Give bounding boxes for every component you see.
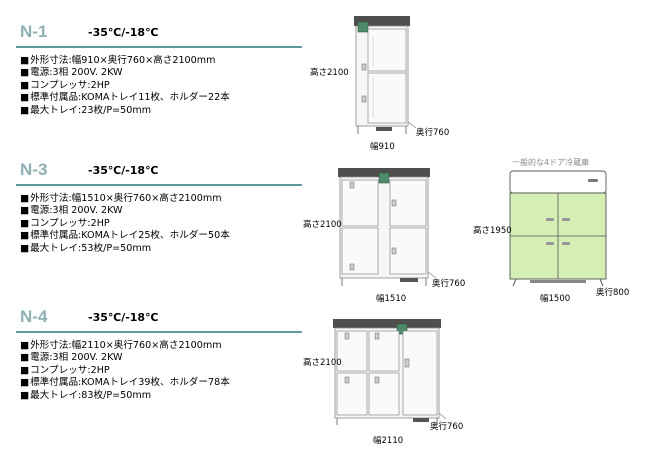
depth-label: 奥行800 bbox=[596, 288, 630, 298]
header-rule bbox=[16, 46, 302, 48]
spec-item: 標準付属品:KOMAトレイ39枚、ホルダー78本 bbox=[20, 377, 230, 389]
spec-item: 外形寸法:幅910×奥行760×高さ2100mm bbox=[20, 55, 230, 67]
model-n1-section: N-1 -35℃/-18℃ 外形寸法:幅910×奥行760×高さ2100mm 電… bbox=[16, 22, 306, 116]
header-rule bbox=[16, 331, 302, 333]
model-n3-section: N-3 -35℃/-18℃ 外形寸法:幅1510×奥行760×高さ2100mm … bbox=[16, 160, 306, 254]
spec-item: 電源:3相 200V. 2KW bbox=[20, 205, 230, 217]
freezer-n4-illustration bbox=[333, 319, 447, 425]
depth-label: 奥行760 bbox=[416, 128, 450, 138]
model-temperature: -35℃/-18℃ bbox=[88, 164, 159, 177]
spec-item: 外形寸法:幅1510×奥行760×高さ2100mm bbox=[20, 193, 230, 205]
spec-item: 最大トレイ:53枚/P=50mm bbox=[20, 243, 230, 255]
spec-list: 外形寸法:幅1510×奥行760×高さ2100mm 電源:3相 200V. 2K… bbox=[20, 193, 230, 255]
height-label: 高さ2100 bbox=[303, 358, 342, 368]
spec-item: コンプレッサ:2HP bbox=[20, 365, 230, 377]
comparison-caption: 一般的な4ドア冷蔵庫 bbox=[512, 158, 590, 167]
spec-list: 外形寸法:幅910×奥行760×高さ2100mm 電源:3相 200V. 2KW… bbox=[20, 55, 230, 117]
freezer-n1-illustration bbox=[354, 16, 417, 134]
height-label: 高さ2100 bbox=[310, 68, 349, 78]
spec-item: 標準付属品:KOMAトレイ25枚、ホルダー50本 bbox=[20, 230, 230, 242]
width-label: 幅1510 bbox=[376, 294, 407, 304]
spec-item: 標準付属品:KOMAトレイ11枚、ホルダー22本 bbox=[20, 92, 230, 104]
model-temperature: -35℃/-18℃ bbox=[88, 311, 159, 324]
spec-item: 最大トレイ:23枚/P=50mm bbox=[20, 105, 230, 117]
header-rule bbox=[16, 184, 302, 186]
model-header: N-3 -35℃/-18℃ bbox=[16, 160, 306, 186]
depth-label: 奥行760 bbox=[432, 279, 466, 289]
depth-label: 奥行760 bbox=[430, 422, 464, 432]
model-name: N-3 bbox=[20, 160, 48, 179]
spec-item: 外形寸法:幅2110×奥行760×高さ2100mm bbox=[20, 340, 230, 352]
model-name: N-4 bbox=[20, 307, 48, 326]
width-label: 幅910 bbox=[370, 142, 395, 152]
standard-fridge-illustration bbox=[509, 170, 607, 287]
freezer-n3-illustration bbox=[338, 168, 437, 286]
spec-list: 外形寸法:幅2110×奥行760×高さ2100mm 電源:3相 200V. 2K… bbox=[20, 340, 230, 402]
model-temperature: -35℃/-18℃ bbox=[88, 26, 159, 39]
spec-item: コンプレッサ:2HP bbox=[20, 218, 230, 230]
spec-item: コンプレッサ:2HP bbox=[20, 80, 230, 92]
model-n4-section: N-4 -35℃/-18℃ 外形寸法:幅2110×奥行760×高さ2100mm … bbox=[16, 307, 306, 401]
model-header: N-4 -35℃/-18℃ bbox=[16, 307, 306, 333]
width-label: 幅2110 bbox=[373, 436, 404, 446]
width-label: 幅1500 bbox=[540, 294, 571, 304]
spec-item: 電源:3相 200V. 2KW bbox=[20, 67, 230, 79]
model-name: N-1 bbox=[20, 22, 48, 41]
height-label: 高さ1950 bbox=[473, 226, 512, 236]
spec-item: 最大トレイ:83枚/P=50mm bbox=[20, 390, 230, 402]
height-label: 高さ2100 bbox=[303, 220, 342, 230]
model-header: N-1 -35℃/-18℃ bbox=[16, 22, 306, 48]
spec-item: 電源:3相 200V. 2KW bbox=[20, 352, 230, 364]
